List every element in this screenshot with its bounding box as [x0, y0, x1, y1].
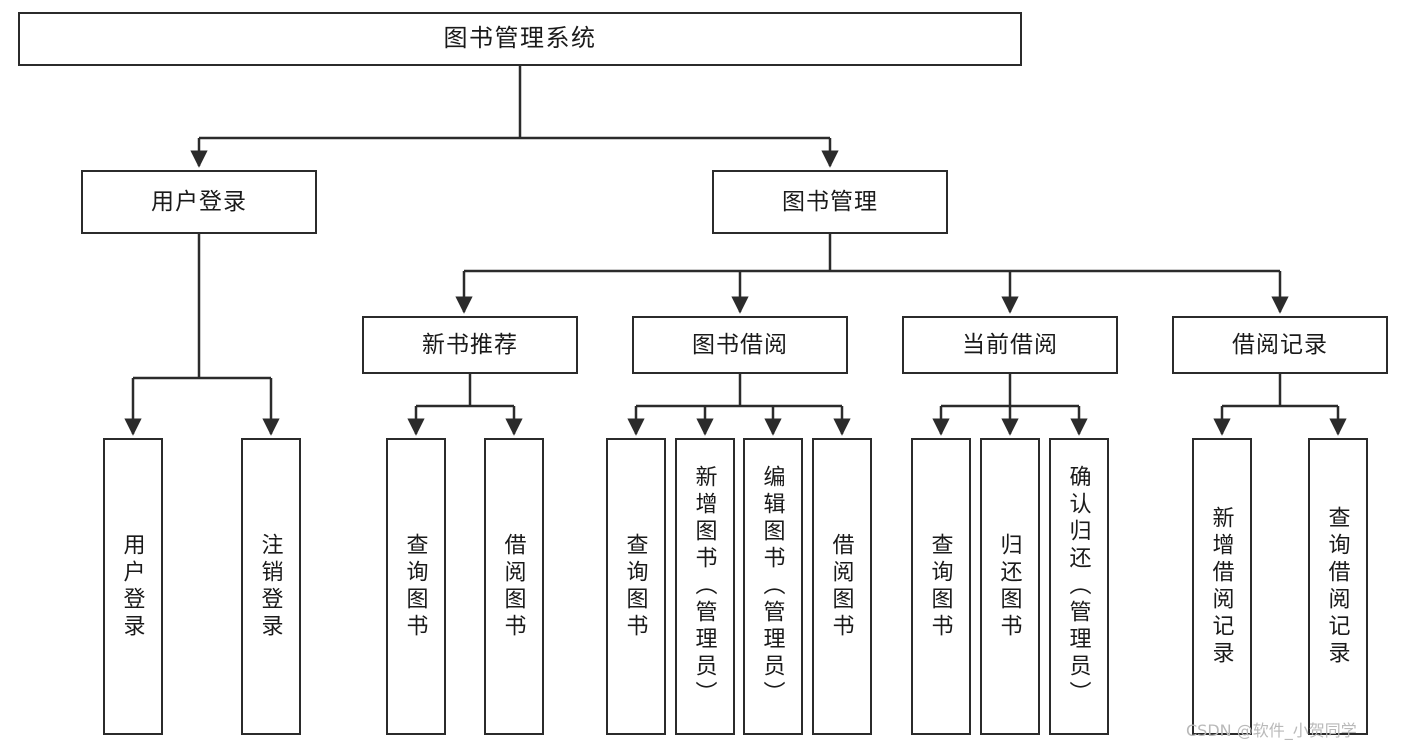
leaf-add-borrow-record[interactable]: 新增借阅记录	[1192, 438, 1252, 735]
node-label: 当前借阅	[962, 331, 1058, 358]
leaf-query-borrow-record[interactable]: 查询借阅记录	[1308, 438, 1368, 735]
leaf-add-book-admin[interactable]: 新增图书（管理员）	[675, 438, 735, 735]
leaf-query-book-current[interactable]: 查询图书	[911, 438, 971, 735]
leaf-query-book-recommend[interactable]: 查询图书	[386, 438, 446, 735]
node-label: 归还图书	[997, 532, 1023, 641]
node-label: 查询借阅记录	[1325, 505, 1351, 668]
node-label: 借阅图书	[829, 532, 855, 641]
node-label: 编辑图书（管理员）	[760, 465, 786, 708]
node-label: 用户登录	[120, 532, 146, 641]
leaf-user-logout[interactable]: 注销登录	[241, 438, 301, 735]
node-label: 借阅图书	[501, 532, 527, 641]
node-borrow-record[interactable]: 借阅记录	[1172, 316, 1388, 374]
leaf-user-login[interactable]: 用户登录	[103, 438, 163, 735]
node-label: 新增图书（管理员）	[692, 465, 718, 708]
leaf-query-book-borrow[interactable]: 查询图书	[606, 438, 666, 735]
leaf-return-book[interactable]: 归还图书	[980, 438, 1040, 735]
node-label: 图书借阅	[692, 331, 788, 358]
node-label: 确认归还（管理员）	[1066, 465, 1092, 708]
leaf-borrow-book-recommend[interactable]: 借阅图书	[484, 438, 544, 735]
watermark-text: CSDN @软件_小贺同学	[1186, 721, 1357, 740]
node-root-book-management-system[interactable]: 图书管理系统	[18, 12, 1022, 66]
node-book-borrow[interactable]: 图书借阅	[632, 316, 848, 374]
leaf-borrow-book[interactable]: 借阅图书	[812, 438, 872, 735]
node-label: 用户登录	[151, 188, 247, 215]
node-new-book-recommend[interactable]: 新书推荐	[362, 316, 578, 374]
node-user-login[interactable]: 用户登录	[81, 170, 317, 234]
node-label: 查询图书	[928, 532, 954, 641]
node-label: 图书管理	[782, 188, 878, 215]
leaf-edit-book-admin[interactable]: 编辑图书（管理员）	[743, 438, 803, 735]
node-book-management[interactable]: 图书管理	[712, 170, 948, 234]
node-label: 注销登录	[258, 532, 284, 641]
node-label: 新书推荐	[422, 331, 518, 358]
node-label: 图书管理系统	[443, 24, 597, 52]
node-label: 查询图书	[403, 532, 429, 641]
node-current-borrow[interactable]: 当前借阅	[902, 316, 1118, 374]
node-label: 新增借阅记录	[1209, 505, 1235, 668]
node-label: 借阅记录	[1232, 331, 1328, 358]
node-label: 查询图书	[623, 532, 649, 641]
leaf-confirm-return-admin[interactable]: 确认归还（管理员）	[1049, 438, 1109, 735]
